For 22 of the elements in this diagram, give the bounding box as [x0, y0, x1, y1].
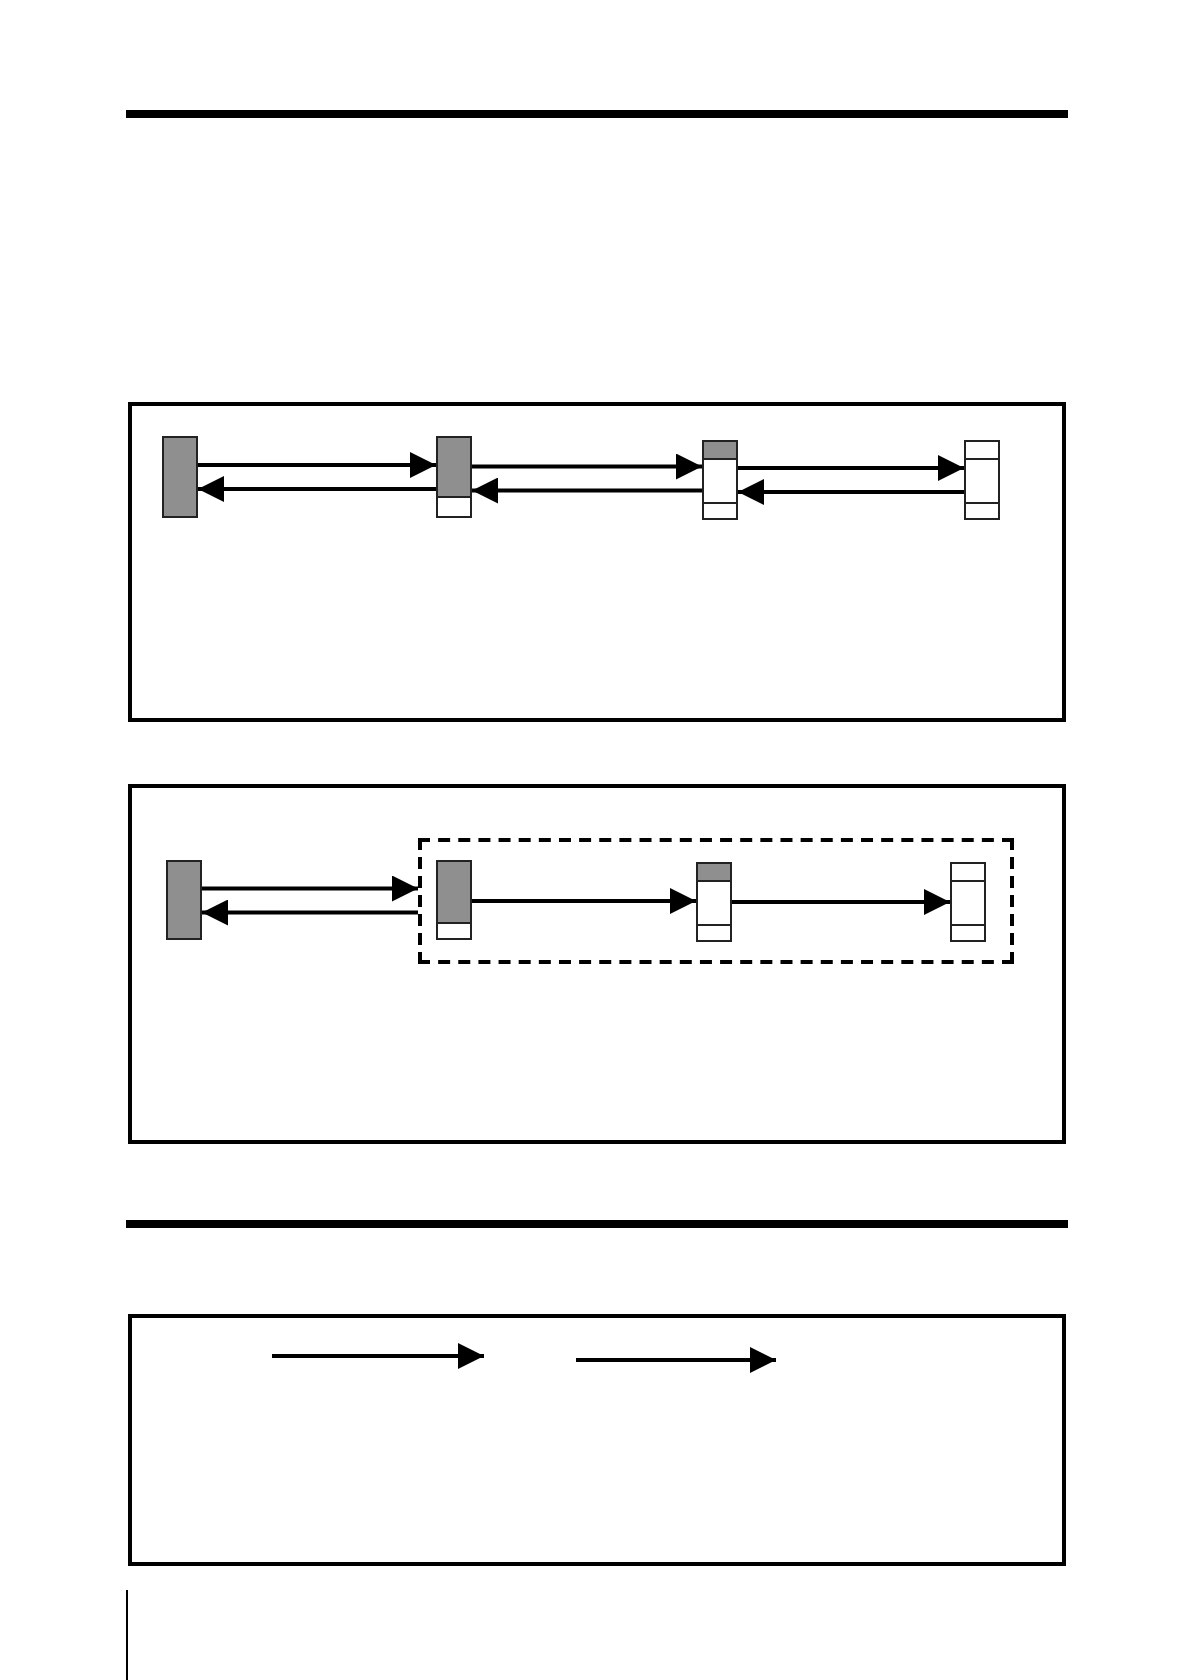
battery-icon: [166, 860, 202, 940]
battery-icon: [436, 436, 472, 518]
arrow: [738, 479, 964, 505]
battery-icon: [702, 440, 738, 520]
dashed-group-box: [418, 838, 1014, 964]
arrow: [472, 453, 702, 480]
arrow: [732, 889, 950, 915]
panel-frame: [128, 402, 1066, 722]
battery-icon: [162, 436, 198, 518]
panel-frame: [128, 1314, 1066, 1566]
battery-icon: [436, 860, 472, 940]
arrow: [198, 476, 436, 502]
arrow: [472, 477, 702, 504]
arrow: [738, 455, 964, 481]
battery-icon: [696, 862, 732, 942]
battery-icon: [950, 862, 986, 942]
arrow: [198, 452, 436, 478]
arrow: [472, 888, 696, 914]
battery-icon: [964, 440, 1000, 520]
panel-frame: [128, 784, 1066, 1144]
arrow: [202, 899, 418, 926]
arrow: [202, 875, 418, 902]
